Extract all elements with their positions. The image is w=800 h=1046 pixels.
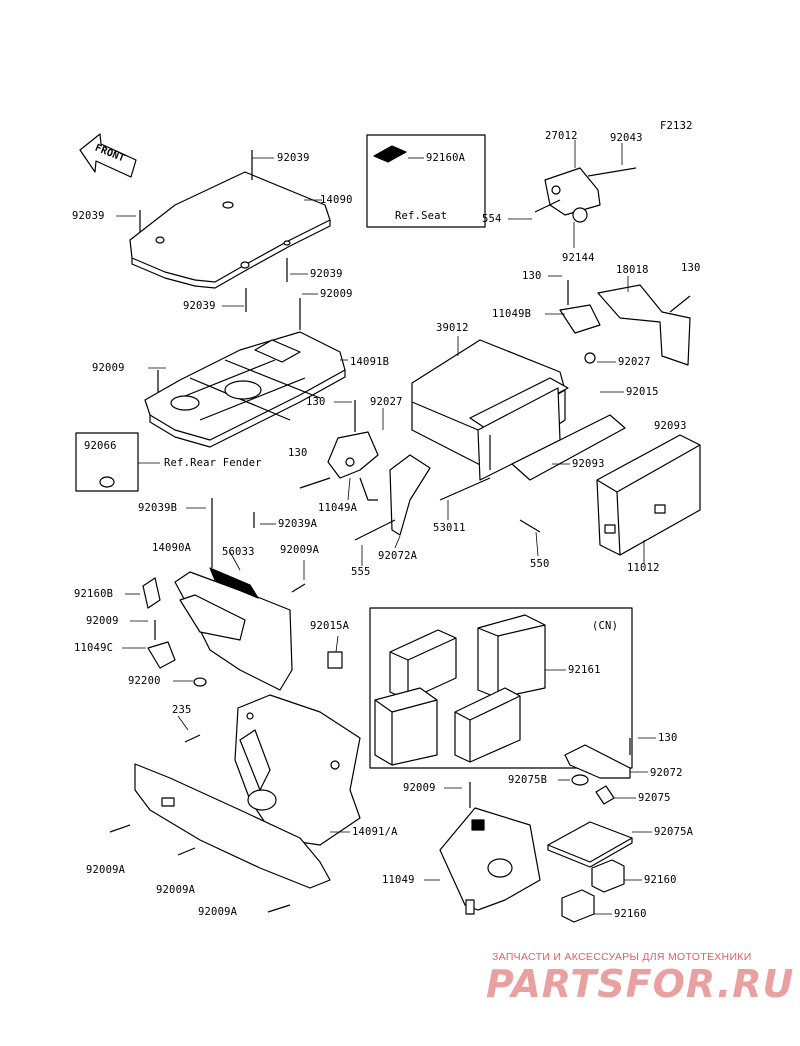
pad-92075a xyxy=(547,821,633,863)
callout: 92039 xyxy=(277,152,310,164)
callout: 130 xyxy=(681,262,701,274)
bracket-27012 xyxy=(534,167,637,223)
callout: 56033 xyxy=(222,546,255,558)
callout: 550 xyxy=(530,558,550,570)
callout: 14091B xyxy=(350,356,390,368)
callout: 92039 xyxy=(310,268,343,280)
bracket-11049b xyxy=(559,280,601,364)
strap-92072a xyxy=(354,454,491,541)
callout: 92015 xyxy=(626,386,659,398)
bracket-11049 xyxy=(439,782,541,915)
block-92160-lower xyxy=(561,889,595,923)
bracket-11049a xyxy=(299,400,379,501)
watermark-brand: PARTSFOR.RU xyxy=(486,962,795,1006)
callout: 554 xyxy=(482,213,502,225)
callout: 92027 xyxy=(618,356,651,368)
callout: 555 xyxy=(351,566,371,578)
callout: 92066 xyxy=(84,440,117,452)
callout: 92009 xyxy=(86,615,119,627)
callout: 53011 xyxy=(433,522,466,534)
floor-plate-14091b xyxy=(144,298,346,448)
callout: 92009 xyxy=(92,362,125,374)
callout: 92009 xyxy=(320,288,353,300)
spacer-92015a xyxy=(327,651,343,669)
ref-rear-fender-label: Ref.Rear Fender xyxy=(164,457,262,469)
front-arrow-icon xyxy=(79,133,137,178)
callout: 39012 xyxy=(436,322,469,334)
callout: 130 xyxy=(306,396,326,408)
callout: 11049C xyxy=(74,642,114,654)
ref-seat-label: Ref.Seat xyxy=(395,210,448,222)
strap-92072 xyxy=(564,738,631,805)
callout: 92039 xyxy=(183,300,216,312)
callout: 14090 xyxy=(320,194,353,206)
cover-14090a xyxy=(174,498,306,691)
callout: 92009A xyxy=(280,544,320,556)
callout: 92200 xyxy=(128,675,161,687)
callout: 130 xyxy=(288,447,308,459)
callout: 92075 xyxy=(638,792,671,804)
callout: 92039 xyxy=(72,210,105,222)
callout: 92160 xyxy=(644,874,677,886)
callout: 235 xyxy=(172,704,192,716)
callout: 130 xyxy=(658,732,678,744)
callout: 92072 xyxy=(650,767,683,779)
block-92160-upper xyxy=(591,859,625,893)
callout: 92009A xyxy=(86,864,126,876)
cn-label: (CN) xyxy=(592,620,619,632)
seat-base-plate-14090 xyxy=(129,150,331,312)
callout: 92075A xyxy=(654,826,694,838)
callout: 92015A xyxy=(310,620,350,632)
callout: 11049 xyxy=(382,874,415,886)
callout: 92009 xyxy=(403,782,436,794)
callout: 92009A xyxy=(198,906,238,918)
rubber-92160b xyxy=(142,577,161,609)
callout: 27012 xyxy=(545,130,578,142)
callout: 92043 xyxy=(610,132,643,144)
callout: 92075B xyxy=(508,774,548,786)
bracket-18018 xyxy=(597,284,691,366)
callout: 14090A xyxy=(152,542,192,554)
bracket-11049c xyxy=(147,620,176,669)
callout: 92072A xyxy=(378,550,418,562)
rubber-pad-92093 xyxy=(511,414,626,481)
callout: 92027 xyxy=(370,396,403,408)
callout: 18018 xyxy=(616,264,649,276)
callout: 130 xyxy=(522,270,542,282)
callout: 92039B xyxy=(138,502,178,514)
callout: 92093 xyxy=(572,458,605,470)
battery-11012 xyxy=(596,434,701,556)
watermark-tagline: ЗАПЧАСТИ И АКСЕССУАРЫ ДЛЯ МОТОТЕХНИКИ xyxy=(492,951,752,963)
lower-plate-14091a xyxy=(109,694,361,913)
callout: 92039A xyxy=(278,518,318,530)
battery-case-39012 xyxy=(411,339,569,481)
callout: 92160B xyxy=(74,588,114,600)
callout: 11012 xyxy=(627,562,660,574)
callout: 92161 xyxy=(568,664,601,676)
figure-code: F2132 xyxy=(660,120,693,132)
callout: 92009A xyxy=(156,884,196,896)
callout: 11049A xyxy=(318,502,358,514)
callout: 11049B xyxy=(492,308,532,320)
callout: 92160A xyxy=(426,152,466,164)
callout: 92093 xyxy=(654,420,687,432)
foam-pads-92161 xyxy=(374,614,546,766)
callout: 14091/A xyxy=(352,826,398,838)
callout: 92160 xyxy=(614,908,647,920)
callout: 92144 xyxy=(562,252,595,264)
